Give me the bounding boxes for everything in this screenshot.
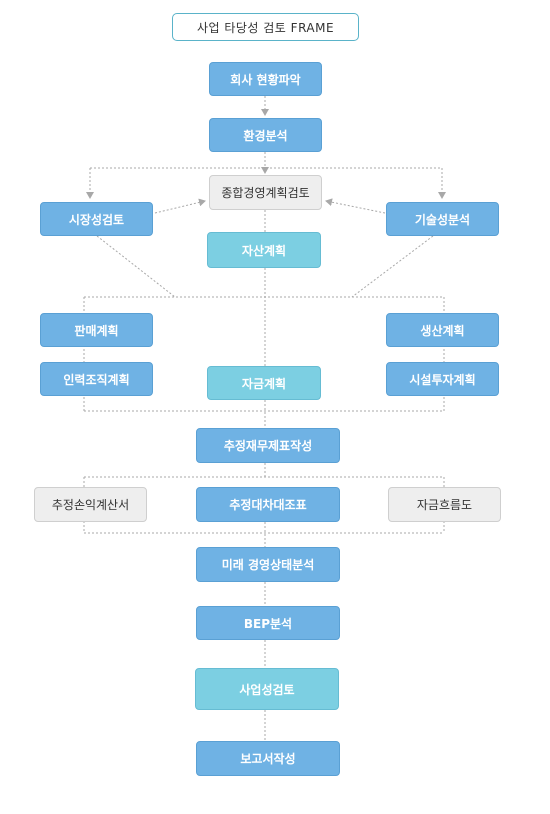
cash-flow-box: 자금흐름도 [388, 487, 501, 522]
production-plan-box: 생산계획 [386, 313, 499, 347]
environment-analysis-box: 환경분석 [209, 118, 322, 152]
market-review-box: 시장성검토 [40, 202, 153, 236]
balance-sheet-box: 추정대차대조표 [196, 487, 340, 522]
future-analysis-box: 미래 경영상태분석 [196, 547, 340, 582]
fund-plan-box: 자금계획 [207, 366, 321, 400]
hr-plan-box: 인력조직계획 [40, 362, 153, 396]
bep-analysis-box: BEP분석 [196, 606, 340, 640]
company-status-box: 회사 현황파악 [209, 62, 322, 96]
sales-plan-box: 판매계획 [40, 313, 153, 347]
technology-analysis-box: 기술성분석 [386, 202, 499, 236]
overall-plan-review-box: 종합경영계획검토 [209, 175, 322, 210]
asset-plan-box: 자산계획 [207, 232, 321, 268]
diagram-title: 사업 타당성 검토 FRAME [172, 13, 359, 41]
income-statement-box: 추정손익계산서 [34, 487, 147, 522]
financial-statements-box: 추정재무제표작성 [196, 428, 340, 463]
feasibility-review-box: 사업성검토 [195, 668, 339, 710]
report-writing-box: 보고서작성 [196, 741, 340, 776]
facility-investment-plan-box: 시설투자계획 [386, 362, 499, 396]
